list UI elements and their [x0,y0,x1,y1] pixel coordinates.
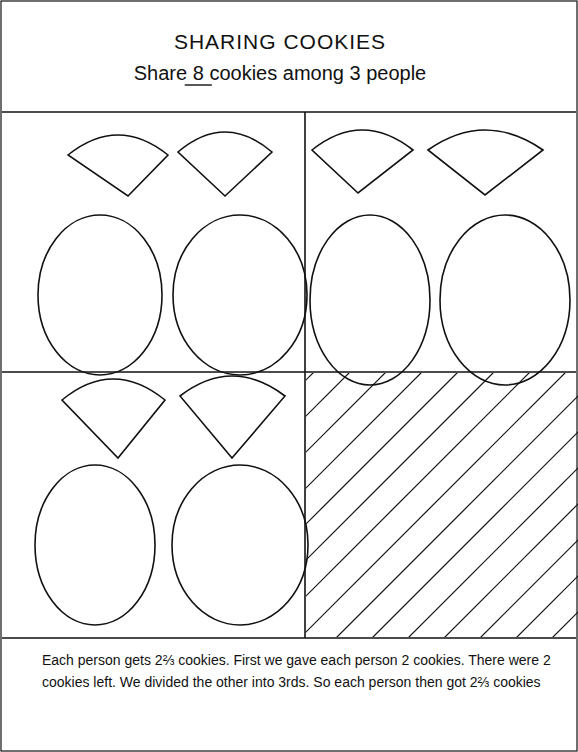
hatch-line [550,373,578,637]
hatch-line [442,373,578,637]
fill-in-blank [185,84,212,85]
cookie [440,215,570,385]
cookie [172,465,308,625]
hatch-line [306,373,460,637]
worksheet-title: SHARING COOKIES [80,30,480,54]
grid-line [304,112,306,638]
hatch-line [306,373,388,637]
student-answer: Each person gets 2⅔ cookies. First we ga… [42,650,570,693]
hatch-line [306,373,424,637]
cookie [173,215,307,375]
cookie-third [428,130,543,195]
cookie [310,215,430,385]
cookie [35,465,155,625]
hatch-line [370,373,578,637]
grid-line [2,371,576,373]
cookie-third [178,132,272,196]
hatch-line [306,373,568,637]
cookie-third [312,130,413,193]
grid-line [2,111,576,113]
hatch-line [514,373,578,637]
hatching [306,373,578,637]
hatch-line [478,373,578,637]
hatch-line [306,373,496,637]
cookie-third [62,379,165,458]
task-statement: Share 8 cookies among 3 people [60,62,500,85]
cookie [38,215,162,375]
grid-line [2,637,576,639]
hatch-line [406,373,578,637]
cookie-third [180,376,285,458]
cookie-third [68,135,168,196]
hatch-line [306,373,316,637]
